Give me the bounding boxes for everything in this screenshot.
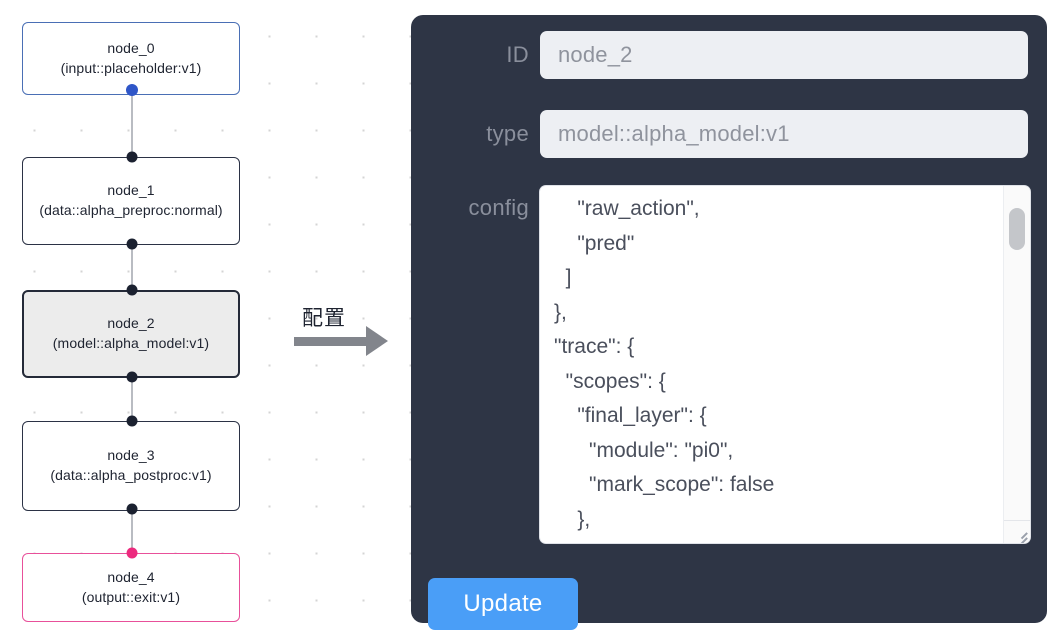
config-scrollbar-thumb[interactable] xyxy=(1009,208,1025,250)
node-subtitle: (data::alpha_preproc:normal) xyxy=(39,202,223,218)
node-title: node_4 xyxy=(107,568,155,585)
node-title: node_0 xyxy=(107,39,155,56)
graph-node-node_2[interactable]: node_2 (model::alpha_model:v1) xyxy=(22,290,240,378)
id-input[interactable] xyxy=(540,31,1028,79)
graph-node-node_0[interactable]: node_0 (input::placeholder:v1) xyxy=(22,22,240,95)
config-textarea-wrapper xyxy=(540,186,1030,543)
edge-node0-node1 xyxy=(131,88,133,158)
graph-node-node_3[interactable]: node_3 (data::alpha_postproc:v1) xyxy=(22,421,240,511)
graph-node-node_4[interactable]: node_4 (output::exit:v1) xyxy=(22,553,240,622)
edge-node3-node4 xyxy=(131,506,133,554)
node3-input-port[interactable] xyxy=(126,415,138,427)
node2-input-port[interactable] xyxy=(126,284,138,296)
node-subtitle: (model::alpha_model:v1) xyxy=(52,335,210,351)
node0-output-port[interactable] xyxy=(126,84,138,96)
textarea-corner-divider xyxy=(1004,520,1030,521)
graph-node-node_1[interactable]: node_1 (data::alpha_preproc:normal) xyxy=(22,157,240,245)
node1-input-port[interactable] xyxy=(126,151,138,163)
flow-arrow-shaft xyxy=(294,337,366,346)
node-title: node_1 xyxy=(107,182,155,199)
id-label: ID xyxy=(506,42,529,67)
update-button[interactable]: Update xyxy=(428,578,578,630)
flow-arrow-head-icon xyxy=(366,326,388,356)
config-scrollbar[interactable] xyxy=(1003,186,1030,543)
node-subtitle: (data::alpha_postproc:v1) xyxy=(50,467,212,483)
node2-output-port[interactable] xyxy=(126,371,138,383)
node-title: node_2 xyxy=(107,315,155,332)
flow-label: 配置 xyxy=(302,306,346,330)
resize-handle-icon[interactable] xyxy=(1012,525,1028,543)
edge-node2-node3 xyxy=(131,372,133,422)
node1-output-port[interactable] xyxy=(126,238,138,250)
node-subtitle: (output::exit:v1) xyxy=(81,588,181,605)
node3-output-port[interactable] xyxy=(126,503,138,515)
node-subtitle: (input::placeholder:v1) xyxy=(60,59,202,76)
node4-input-port[interactable] xyxy=(126,547,138,559)
field-row-type: type xyxy=(411,110,1047,158)
field-row-id: ID xyxy=(411,31,1047,79)
config-textarea[interactable] xyxy=(540,186,1004,543)
config-label: config xyxy=(468,195,529,220)
node-title: node_3 xyxy=(107,447,155,464)
type-label: type xyxy=(486,121,529,146)
type-input[interactable] xyxy=(540,110,1028,158)
edge-node1-node2 xyxy=(131,242,133,292)
